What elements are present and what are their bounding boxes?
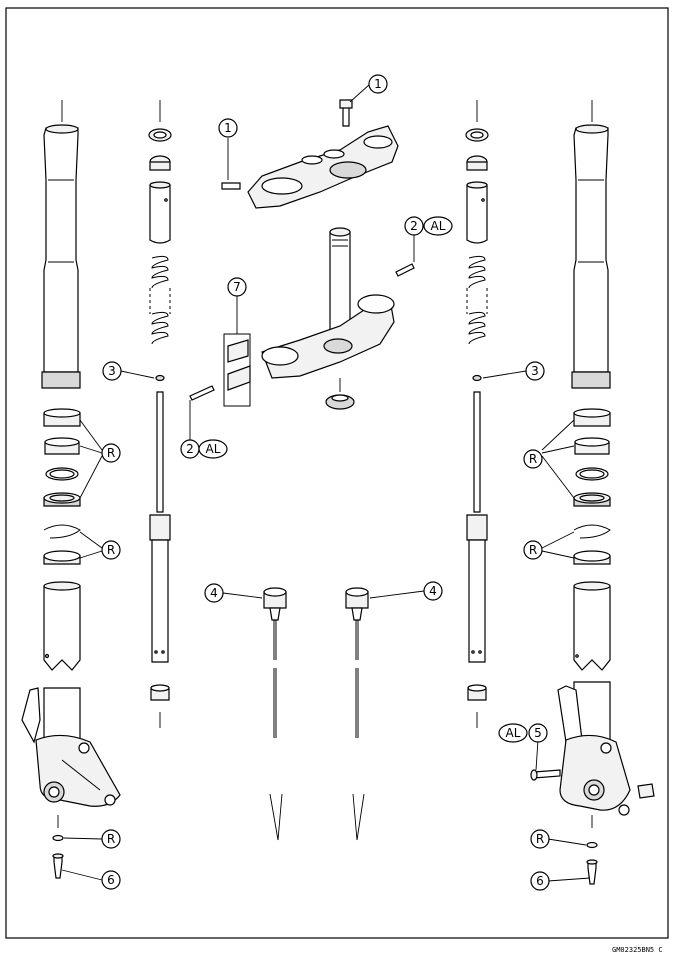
callout-2-al-lower: 2 AL bbox=[180, 439, 228, 459]
right-cartridge bbox=[465, 100, 489, 728]
svg-text:4: 4 bbox=[429, 584, 437, 598]
svg-text:1: 1 bbox=[224, 121, 232, 135]
right-bushings-seals bbox=[573, 408, 611, 565]
svg-text:AL: AL bbox=[431, 219, 446, 233]
right-damper-rod bbox=[345, 587, 369, 841]
callout-r-left-upper: R bbox=[101, 443, 121, 463]
callout-1-top: 1 bbox=[368, 74, 388, 94]
drawing-border bbox=[5, 7, 669, 939]
upper-triple-clamp bbox=[221, 99, 399, 209]
left-cartridge bbox=[148, 100, 172, 728]
svg-text:R: R bbox=[536, 832, 544, 846]
callout-r-right-upper: R bbox=[523, 449, 543, 469]
callout-r-left-bottom: R bbox=[101, 829, 121, 849]
svg-text:R: R bbox=[107, 832, 115, 846]
callout-2-al-upper: 2 AL bbox=[404, 216, 453, 236]
svg-text:2: 2 bbox=[410, 219, 418, 233]
svg-text:2: 2 bbox=[186, 442, 194, 456]
svg-text:AL: AL bbox=[506, 726, 521, 740]
callout-4-right: 4 bbox=[423, 581, 443, 601]
svg-text:R: R bbox=[107, 446, 115, 460]
right-bottom-bolt bbox=[586, 815, 598, 885]
svg-text:6: 6 bbox=[536, 874, 544, 888]
brake-hose-bracket-group bbox=[223, 296, 251, 407]
drawing-code: GM02325BN5 C bbox=[612, 946, 663, 954]
svg-text:6: 6 bbox=[107, 873, 115, 887]
callout-3-right: 3 bbox=[525, 361, 545, 381]
svg-text:1: 1 bbox=[374, 77, 382, 91]
callout-1-left: 1 bbox=[218, 118, 238, 138]
callout-r-right-bottom: R bbox=[530, 829, 550, 849]
svg-text:R: R bbox=[529, 543, 537, 557]
left-bottom-bolt bbox=[52, 815, 64, 879]
svg-text:7: 7 bbox=[233, 280, 241, 294]
svg-text:4: 4 bbox=[210, 586, 218, 600]
left-bushings-seals bbox=[43, 408, 81, 565]
callout-6-right: 6 bbox=[530, 871, 550, 891]
left-inner-tube-and-axle-holder bbox=[21, 581, 121, 807]
callout-leaders bbox=[61, 83, 591, 882]
svg-text:R: R bbox=[107, 543, 115, 557]
callout-r-left-lower: R bbox=[101, 540, 121, 560]
svg-text:AL: AL bbox=[206, 442, 221, 456]
svg-text:3: 3 bbox=[108, 364, 116, 378]
left-damper-rod bbox=[263, 587, 287, 841]
svg-text:5: 5 bbox=[534, 726, 542, 740]
callout-al-5: AL 5 bbox=[498, 723, 548, 743]
svg-text:3: 3 bbox=[531, 364, 539, 378]
left-outer-tube bbox=[41, 100, 81, 389]
steering-stem-lower-clamp bbox=[189, 227, 415, 410]
svg-text:R: R bbox=[529, 452, 537, 466]
callout-6-left: 6 bbox=[101, 870, 121, 890]
right-inner-tube-and-axle-holder bbox=[530, 581, 655, 816]
right-outer-tube bbox=[571, 100, 611, 389]
callout-3-left: 3 bbox=[102, 361, 122, 381]
callout-4-left: 4 bbox=[204, 583, 224, 603]
callout-r-right-lower: R bbox=[523, 540, 543, 560]
callout-7: 7 bbox=[227, 277, 247, 297]
